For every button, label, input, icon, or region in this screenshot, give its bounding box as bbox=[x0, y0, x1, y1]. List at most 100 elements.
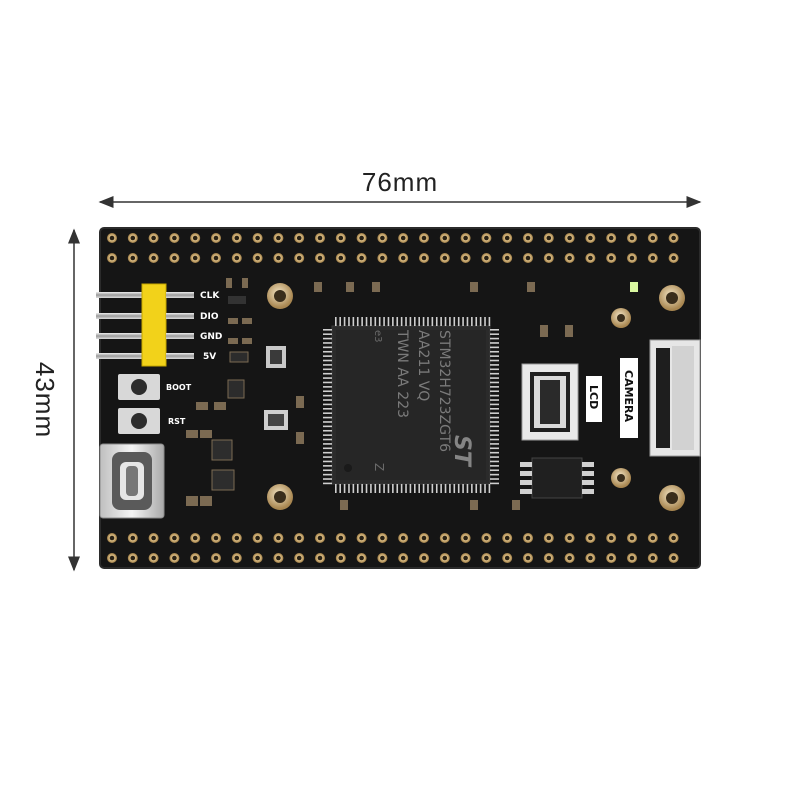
mcu-pin bbox=[484, 484, 486, 493]
mcu-pin bbox=[490, 355, 499, 357]
gpio-pad-hole bbox=[484, 555, 489, 561]
mcu-pin bbox=[352, 317, 355, 326]
mcu-pin bbox=[414, 317, 416, 326]
gpio-pad-hole bbox=[567, 555, 572, 561]
mcu-pin bbox=[490, 381, 499, 384]
mcu-pin bbox=[490, 447, 499, 450]
gpio-pad-hole bbox=[671, 535, 676, 541]
mcu-pin bbox=[475, 317, 478, 326]
gpio-pad-hole bbox=[567, 255, 572, 261]
mcu-pin bbox=[440, 317, 442, 326]
mcu-pin bbox=[323, 434, 332, 436]
gpio-pad-hole bbox=[504, 535, 510, 541]
mcu-pin bbox=[462, 317, 464, 326]
gpio-pad-hole bbox=[192, 235, 198, 241]
mcu-pin bbox=[490, 386, 499, 388]
mcu-e3-mark: e3 bbox=[372, 330, 383, 343]
mcu-pin bbox=[490, 346, 499, 349]
gpio-pad-hole bbox=[380, 535, 385, 541]
gpio-pad-hole bbox=[380, 555, 385, 561]
gpio-pad-hole bbox=[650, 255, 656, 261]
mcu-pin bbox=[387, 484, 390, 493]
boot-button bbox=[118, 374, 160, 400]
mcu-pin bbox=[490, 390, 499, 393]
gpio-pad-hole bbox=[525, 235, 531, 241]
mcu-pin bbox=[323, 377, 332, 379]
mcu-pin bbox=[490, 429, 499, 432]
mcu-pin bbox=[323, 394, 332, 397]
gpio-pad-hole bbox=[338, 255, 344, 261]
gpio-pad-hole bbox=[296, 535, 302, 541]
mounting-holes bbox=[267, 283, 685, 511]
pin-label-dio: DIO bbox=[200, 312, 219, 322]
gpio-pad-hole bbox=[109, 535, 115, 541]
gpio-pad-hole bbox=[130, 535, 136, 541]
flash-chip bbox=[520, 457, 594, 499]
gpio-pad-hole bbox=[130, 555, 136, 561]
mcu-pin bbox=[323, 473, 332, 476]
mcu-pin bbox=[323, 408, 332, 410]
camera-label: CAMERA bbox=[622, 370, 635, 423]
mcu-pin bbox=[444, 484, 447, 493]
mcu-pin bbox=[490, 408, 499, 410]
gpio-pad-hole bbox=[629, 235, 635, 241]
gpio-pad-hole bbox=[296, 555, 302, 561]
gpio-pad-hole bbox=[380, 255, 385, 261]
mcu-pin bbox=[471, 484, 473, 493]
mcu-pin bbox=[488, 317, 491, 326]
mcu-pin bbox=[323, 399, 332, 401]
gpio-pad-hole bbox=[255, 235, 260, 241]
gpio-pad-hole bbox=[317, 535, 323, 541]
mcu-pin bbox=[348, 317, 350, 326]
mcu-pin bbox=[490, 342, 499, 344]
mcu-pin bbox=[378, 317, 381, 326]
mcu-pin bbox=[449, 317, 451, 326]
gpio-pad-hole bbox=[338, 555, 344, 561]
gpio-pad-hole bbox=[442, 555, 448, 561]
mcu-pin bbox=[490, 469, 499, 472]
gpio-pad-hole bbox=[276, 255, 281, 261]
gpio-pad-hole bbox=[650, 235, 656, 241]
mcu-pin bbox=[440, 484, 442, 493]
mcu-pin bbox=[490, 416, 499, 419]
mcu-pin bbox=[323, 443, 332, 445]
gpio-pad-hole bbox=[255, 255, 260, 261]
mcu-pin bbox=[323, 368, 332, 371]
gpio-pad-hole bbox=[296, 255, 302, 261]
mcu-pin bbox=[405, 317, 407, 326]
gpio-pad-hole bbox=[213, 535, 219, 541]
mcu-pin bbox=[323, 421, 332, 423]
gpio-pad-hole bbox=[484, 235, 489, 241]
mcu-pin bbox=[323, 364, 332, 366]
gpio-pad-hole bbox=[172, 235, 177, 241]
gpio-pad-hole bbox=[276, 555, 281, 561]
gpio-pad-hole bbox=[546, 535, 552, 541]
gpio-pad-hole bbox=[172, 555, 177, 561]
mcu-pin bbox=[323, 346, 332, 349]
gpio-pad-hole bbox=[276, 535, 281, 541]
gpio-pad-hole bbox=[442, 255, 448, 261]
mcu-pin bbox=[435, 317, 438, 326]
mcu-pin bbox=[343, 484, 346, 493]
gpio-pad-hole bbox=[400, 535, 406, 541]
mcu-pin bbox=[409, 484, 412, 493]
gpio-pad-hole bbox=[359, 555, 364, 561]
mcu-pin bbox=[488, 484, 491, 493]
camera-connector bbox=[649, 339, 701, 457]
gpio-pad-hole bbox=[234, 555, 240, 561]
gpio-pad-hole bbox=[192, 555, 198, 561]
gpio-pad-hole bbox=[608, 555, 614, 561]
gpio-pad-hole bbox=[192, 255, 198, 261]
mcu-pin bbox=[323, 447, 332, 450]
mcu-pin bbox=[427, 484, 429, 493]
gpio-pad-hole bbox=[421, 555, 427, 561]
mcu-pin bbox=[490, 412, 499, 414]
mcu-pin bbox=[339, 317, 341, 326]
mcu-pin bbox=[490, 460, 499, 463]
mcu-pin bbox=[471, 317, 473, 326]
gpio-pad-hole bbox=[650, 555, 656, 561]
gpio-pad-hole bbox=[525, 255, 531, 261]
mcu-pin bbox=[479, 317, 482, 326]
mcu-pin bbox=[392, 317, 394, 326]
